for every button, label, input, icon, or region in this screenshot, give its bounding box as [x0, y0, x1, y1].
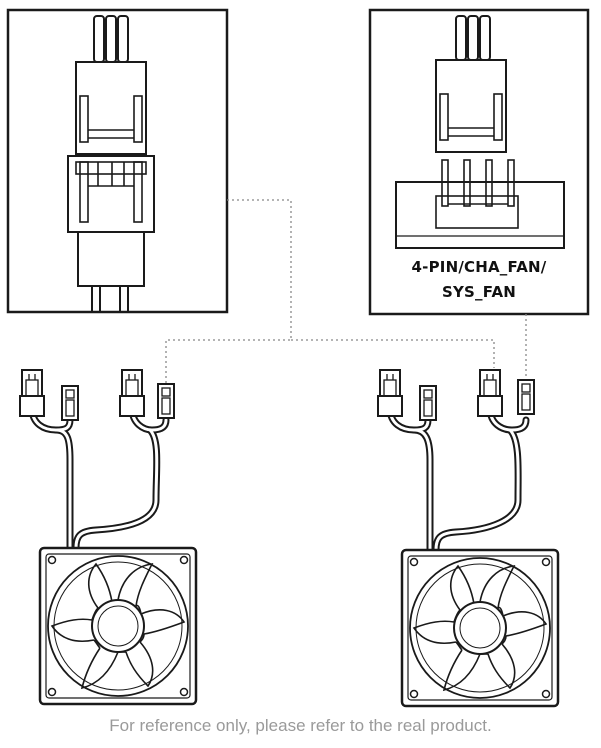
fan-right	[377, 369, 560, 708]
fan-left	[19, 369, 198, 706]
connection-dotted-lines	[165, 199, 527, 384]
header-label-line2: SYS_FAN	[441, 283, 517, 301]
splitter-connector-box	[6, 8, 229, 314]
header-label-line1: 4-PIN/CHA_FAN/	[411, 258, 547, 276]
motherboard-fan-header-box	[368, 8, 590, 316]
reference-footnote: For reference only, please refer to the …	[109, 716, 492, 735]
